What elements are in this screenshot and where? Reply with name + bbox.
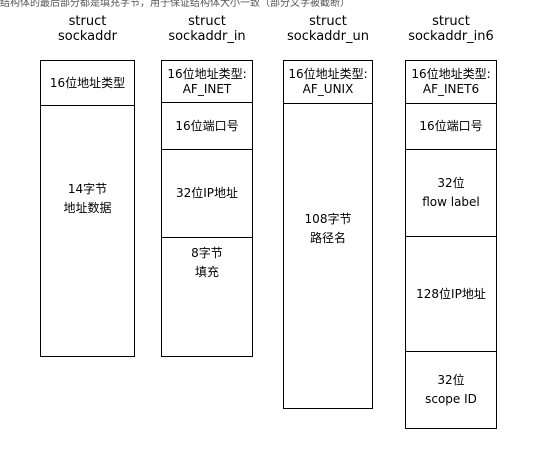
column-title: struct sockaddr_un xyxy=(283,14,373,44)
field-address-data: 14字节 地址数据 xyxy=(41,106,134,356)
field-text: flow label xyxy=(422,195,480,209)
column-title: struct sockaddr_in6 xyxy=(405,14,497,44)
struct-box: 16位地址类型: AF_UNIX 108字节 路径名 xyxy=(283,60,373,409)
field-text: 地址数据 xyxy=(63,201,112,215)
field-text: 16位地址类型: xyxy=(167,66,247,81)
title-line-1: struct xyxy=(309,14,347,29)
field-text: 16位地址类型: xyxy=(288,67,368,81)
title-line-1: struct xyxy=(68,14,107,29)
field-port: 16位端口号 xyxy=(406,104,496,150)
title-line-2: sockaddr_un xyxy=(287,29,369,44)
field-text: 填充 xyxy=(194,265,219,279)
field-text: scope ID xyxy=(425,392,477,406)
field-text: AF_UNIX xyxy=(302,82,354,96)
field-text: 32位 xyxy=(437,176,465,190)
field-text: 路径名 xyxy=(309,231,346,245)
field-text: 108字节 xyxy=(304,212,352,226)
field-text: 128位IP地址 xyxy=(416,286,486,301)
field-text: 32位 xyxy=(437,373,465,387)
struct-box: 16位地址类型 14字节 地址数据 xyxy=(40,60,135,357)
title-line-1: struct xyxy=(432,14,470,29)
field-address-family: 16位地址类型 xyxy=(41,61,134,106)
field-text: 16位地址类型: xyxy=(411,67,491,81)
column-title: struct sockaddr_in xyxy=(161,14,253,44)
title-line-2: sockaddr xyxy=(58,29,117,44)
struct-box: 16位地址类型: AF_INET 16位端口号 32位IP地址 8字节 填充 xyxy=(161,60,253,357)
field-address-family: 16位地址类型: AF_UNIX xyxy=(284,61,372,104)
title-line-1: struct xyxy=(188,14,226,29)
title-line-2: sockaddr_in xyxy=(168,29,246,44)
field-ip-address: 128位IP地址 xyxy=(406,237,496,352)
column-title: struct sockaddr xyxy=(40,14,135,44)
field-path-name: 108字节 路径名 xyxy=(284,104,372,408)
struct-box: 16位地址类型: AF_INET6 16位端口号 32位 flow label … xyxy=(405,60,497,429)
field-address-family: 16位地址类型: AF_INET6 xyxy=(406,61,496,104)
field-flow-label: 32位 flow label xyxy=(406,150,496,237)
field-text: 14字节 xyxy=(67,182,108,196)
field-address-family: 16位地址类型: AF_INET xyxy=(162,61,252,103)
field-text: 8字节 xyxy=(191,246,223,260)
title-line-2: sockaddr_in6 xyxy=(408,29,494,44)
field-text: 32位IP地址 xyxy=(175,186,239,200)
field-port: 16位端口号 xyxy=(162,103,252,150)
field-text: 16位地址类型 xyxy=(49,75,126,90)
field-text: AF_INET6 xyxy=(422,82,480,96)
field-text: AF_INET xyxy=(182,81,232,96)
field-ip-address: 32位IP地址 xyxy=(162,150,252,238)
field-padding: 8字节 填充 xyxy=(162,238,252,356)
field-text: 16位端口号 xyxy=(419,119,483,133)
field-scope-id: 32位 scope ID xyxy=(406,352,496,428)
top-caption-cropped: 结构体的最后部分都是填充字节，用于保证结构体大小一致（部分文字被截断） xyxy=(0,0,350,8)
field-text: 16位端口号 xyxy=(175,118,239,133)
